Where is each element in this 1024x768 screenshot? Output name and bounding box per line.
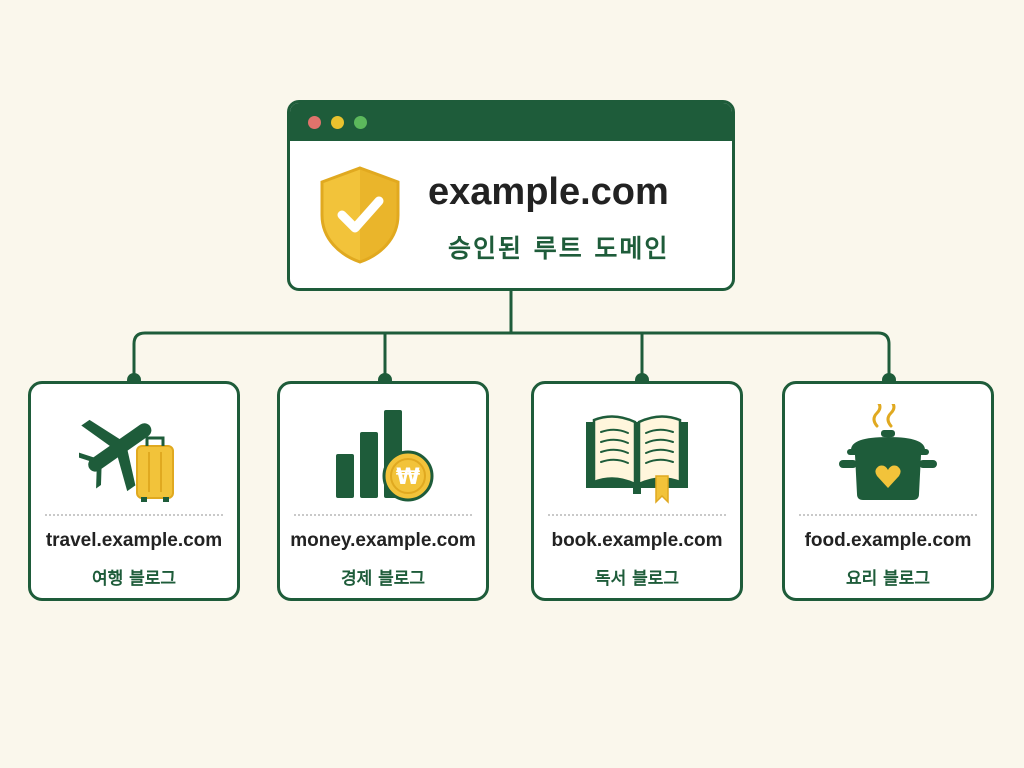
minimize-dot-icon	[331, 115, 344, 129]
subdomain-text: book.example.com	[551, 530, 723, 551]
subdomain-card-food: food.example.com 요리 블로그	[782, 381, 994, 601]
plane-luggage-icon	[79, 419, 174, 502]
open-book-icon	[586, 415, 688, 504]
subdomain-card-money: ₩ money.example.com 경제 블로그	[277, 381, 489, 601]
root-domain-subtitle: 승인된 루트 도메인	[448, 234, 670, 263]
subdomain-text: food.example.com	[804, 530, 972, 551]
card-divider	[548, 514, 726, 516]
bar-chart-won-icon: ₩	[336, 410, 434, 502]
subdomain-label: 독서 블로그	[594, 569, 680, 589]
subdomain-card-travel: travel.example.com 여행 블로그	[28, 381, 240, 601]
subdomain-label: 경제 블로그	[340, 569, 426, 589]
subdomain-card-book: book.example.com 독서 블로그	[531, 381, 743, 601]
maximize-dot-icon	[354, 115, 367, 129]
card-divider	[799, 514, 977, 516]
root-domain-text: example.com	[428, 171, 669, 213]
won-symbol: ₩	[396, 465, 420, 490]
subdomain-text: money.example.com	[290, 530, 476, 551]
root-domain-window: example.com 승인된 루트 도메인	[287, 100, 735, 291]
shield-check-icon	[320, 166, 400, 264]
subdomain-label: 여행 블로그	[91, 569, 177, 589]
subdomain-label: 요리 블로그	[845, 569, 931, 589]
card-divider	[45, 514, 223, 516]
window-titlebar	[290, 103, 732, 141]
card-divider	[294, 514, 472, 516]
subdomain-text: travel.example.com	[45, 530, 223, 551]
cooking-pot-icon	[839, 404, 937, 500]
root-body: example.com 승인된 루트 도메인	[290, 141, 732, 288]
close-dot-icon	[308, 115, 321, 129]
